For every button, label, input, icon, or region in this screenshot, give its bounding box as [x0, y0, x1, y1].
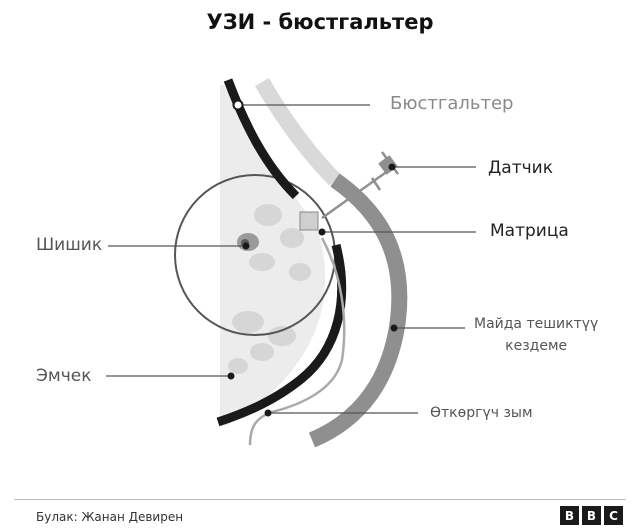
sensor-probe — [321, 151, 400, 220]
label-tumor: Шишик — [36, 235, 103, 255]
label-fabric-line1: Майда тешиктүү — [474, 316, 599, 332]
bbc-logo-letter: C — [604, 506, 623, 525]
bbc-logo-letter: B — [582, 506, 601, 525]
lobules — [228, 204, 311, 374]
label-sensor: Датчик — [488, 158, 553, 178]
label-matrix: Матрица — [490, 221, 569, 241]
skin-line — [223, 78, 300, 200]
bbc-logo-letter: B — [560, 506, 579, 525]
source-credit: Булак: Жанан Девирен — [36, 510, 184, 524]
leader-lines — [106, 104, 476, 414]
label-fabric-line2: кездеме — [505, 338, 568, 354]
footer-divider — [14, 499, 626, 500]
skin-line-lower — [216, 243, 347, 427]
diagram-title: УЗИ - бюстгальтер — [206, 10, 434, 34]
bbc-logo: B B C — [560, 506, 623, 525]
label-bra: Бюстгальтер — [390, 93, 514, 114]
breast-tissue — [220, 85, 326, 425]
leader-dots — [227, 99, 398, 417]
conducting-wire — [248, 237, 346, 446]
label-nipple: Эмчек — [36, 366, 92, 386]
bra-ultrasound-diagram — [106, 78, 476, 448]
mesh-fabric — [308, 173, 408, 448]
label-fabric: Майда тешиктүү кездеме — [474, 313, 598, 357]
label-wire: Өткөргүч зым — [430, 405, 533, 421]
matrix-block — [299, 211, 319, 231]
bra-strip — [255, 78, 341, 186]
